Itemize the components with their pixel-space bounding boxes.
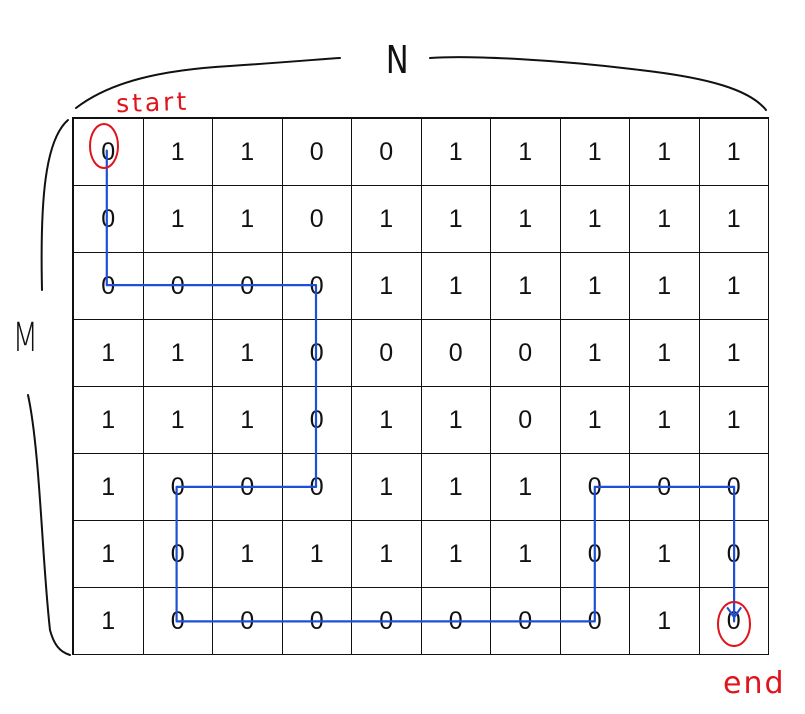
grid-cell: 0 — [143, 253, 213, 320]
grid-cell: 1 — [560, 320, 630, 387]
grid-cell: 1 — [421, 521, 491, 588]
label-m: M — [12, 315, 39, 361]
grid-cell: 1 — [699, 253, 769, 320]
grid-cell: 1 — [74, 454, 144, 521]
grid-cell: 0 — [491, 387, 561, 454]
grid-cell: 0 — [282, 387, 352, 454]
grid-cell: 1 — [74, 588, 144, 655]
grid-cell: 0 — [282, 119, 352, 186]
grid-cell: 0 — [282, 320, 352, 387]
grid-cell: 0 — [74, 186, 144, 253]
grid-cell: 1 — [630, 119, 700, 186]
grid-cell: 1 — [143, 320, 213, 387]
grid-cell: 1 — [352, 521, 422, 588]
grid-cell: 0 — [630, 454, 700, 521]
grid-cell: 0 — [699, 521, 769, 588]
grid-cell: 1 — [213, 119, 283, 186]
grid-cell: 1 — [213, 521, 283, 588]
grid-cell: 1 — [143, 186, 213, 253]
grid-cell: 1 — [421, 387, 491, 454]
grid-cell: 1 — [560, 119, 630, 186]
grid-cell: 1 — [491, 253, 561, 320]
grid-cell: 0 — [282, 454, 352, 521]
grid-cell: 0 — [282, 186, 352, 253]
grid-cell: 0 — [560, 588, 630, 655]
grid-cell: 1 — [421, 253, 491, 320]
grid-cell: 0 — [213, 588, 283, 655]
grid-cell: 1 — [352, 186, 422, 253]
grid-cell: 0 — [74, 253, 144, 320]
grid-cell: 0 — [282, 253, 352, 320]
grid-cell: 0 — [352, 119, 422, 186]
grid-cell: 0 — [421, 320, 491, 387]
grid-cell: 1 — [491, 186, 561, 253]
grid-cell: 1 — [352, 454, 422, 521]
grid-cell: 1 — [421, 454, 491, 521]
grid-cell: 1 — [352, 387, 422, 454]
grid-cell: 1 — [491, 119, 561, 186]
grid-cell: 0 — [143, 521, 213, 588]
label-n: N — [385, 38, 409, 82]
grid-cell: 0 — [352, 588, 422, 655]
grid-cell: 1 — [352, 253, 422, 320]
grid-cell: 1 — [491, 521, 561, 588]
grid-cell: 1 — [74, 521, 144, 588]
grid-cell: 1 — [699, 119, 769, 186]
label-end: end — [723, 666, 786, 701]
grid-cell: 0 — [491, 588, 561, 655]
grid-cell: 1 — [699, 186, 769, 253]
grid-cell: 1 — [630, 186, 700, 253]
grid-cell: 0 — [352, 320, 422, 387]
grid-cell: 1 — [282, 521, 352, 588]
grid-cell: 0 — [143, 588, 213, 655]
grid-cell: 1 — [491, 454, 561, 521]
grid-cell: 1 — [74, 320, 144, 387]
grid-cell: 1 — [630, 253, 700, 320]
grid-cell: 1 — [560, 253, 630, 320]
grid-cell: 0 — [699, 588, 769, 655]
grid-cell: 1 — [699, 320, 769, 387]
grid-cell: 1 — [560, 186, 630, 253]
grid-cell: 0 — [560, 521, 630, 588]
grid-cell: 0 — [282, 588, 352, 655]
grid-cell: 1 — [630, 521, 700, 588]
grid-cell: 1 — [213, 320, 283, 387]
grid-cell: 0 — [143, 454, 213, 521]
grid-cell: 0 — [421, 588, 491, 655]
grid-cell: 1 — [630, 387, 700, 454]
grid-cell: 1 — [421, 186, 491, 253]
grid-cell: 0 — [213, 454, 283, 521]
grid-cell: 0 — [699, 454, 769, 521]
grid-cell: 1 — [74, 387, 144, 454]
grid-cell: 1 — [560, 387, 630, 454]
m-brace — [27, 119, 71, 656]
grid-cell: 0 — [491, 320, 561, 387]
grid-cell: 0 — [560, 454, 630, 521]
grid-cell: 1 — [213, 387, 283, 454]
grid-cell: 1 — [213, 186, 283, 253]
grid-cell: 0 — [213, 253, 283, 320]
grid-cell: 1 — [143, 387, 213, 454]
grid-cell: 1 — [699, 387, 769, 454]
grid-cell: 1 — [630, 588, 700, 655]
grid-cell: 1 — [630, 320, 700, 387]
grid-cell: 1 — [143, 119, 213, 186]
grid-cell: 0 — [74, 119, 144, 186]
label-start: start — [115, 86, 190, 119]
grid-cell: 1 — [421, 119, 491, 186]
